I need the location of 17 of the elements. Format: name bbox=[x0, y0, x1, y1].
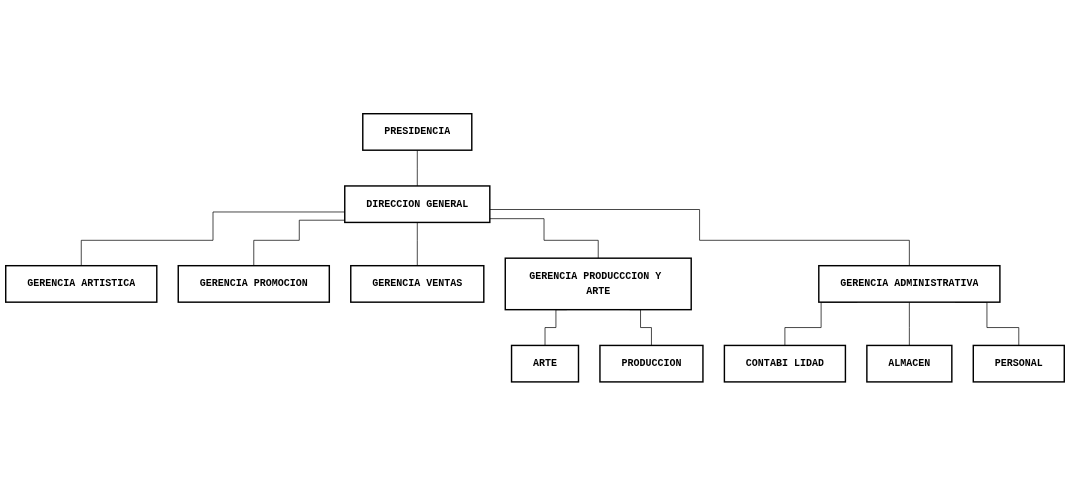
node-box: GERENCIA PROMOCION bbox=[177, 264, 331, 303]
connector bbox=[489, 218, 599, 259]
node-box: PRESIDENCIA bbox=[362, 112, 473, 151]
node-box: GERENCIA VENTAS bbox=[350, 264, 485, 303]
node-box: GERENCIA ADMINISTRATIVA bbox=[818, 264, 1001, 303]
node-box: GERENCIA PRODUCCCION Y ARTE bbox=[504, 257, 692, 311]
node-box: PRODUCCION bbox=[599, 344, 704, 383]
node-box: ALMACEN bbox=[866, 344, 953, 383]
node-box: DIRECCION GENERAL bbox=[344, 184, 491, 223]
connector bbox=[909, 301, 910, 346]
connector bbox=[416, 149, 418, 186]
node-box: GERENCIA ARTISTICA bbox=[5, 264, 158, 303]
node-box: ARTE bbox=[510, 344, 580, 383]
node-box: CONTABI LIDAD bbox=[723, 344, 847, 383]
connector bbox=[489, 208, 910, 266]
connector bbox=[416, 221, 418, 266]
node-box: PERSONAL bbox=[972, 344, 1065, 383]
